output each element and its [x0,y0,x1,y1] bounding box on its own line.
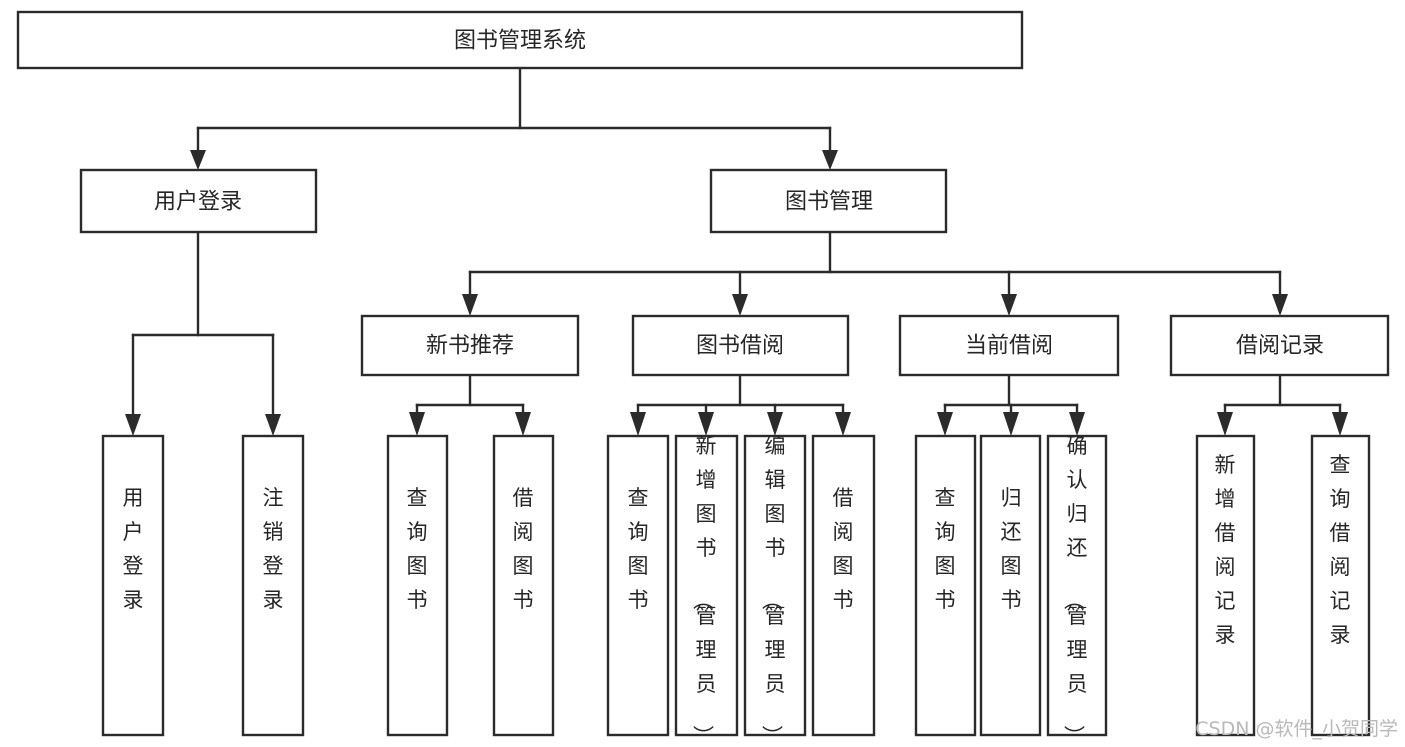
connector-layer [125,66,1348,436]
arrow-current-leaf-2 [1003,412,1019,436]
leaf-current-borrow-1-box[interactable] [914,434,977,737]
arrow-current-leaf-3 [1069,412,1085,436]
arrow-borrow-leaf-4 [835,412,851,436]
node-book-borrow-box[interactable] [631,314,850,377]
leaf-borrow-record-2-label: 查询借阅记录 [1330,453,1351,647]
arrow-root-to-book-mgmt [822,150,838,170]
leaf-borrow-record-2[interactable]: 查询借阅记录 [1310,434,1371,737]
leaf-user-login-2-box[interactable] [241,434,305,737]
node-book-borrow[interactable]: 图书借阅 [631,314,850,377]
arrow-record-leaf-1 [1217,412,1233,436]
leaf-current-borrow-2-label: 归还图书 [1001,486,1022,612]
leaf-book-borrow-2[interactable]: 新增图书（管理员） [674,434,739,746]
leaf-borrow-record-1-box[interactable] [1195,434,1256,737]
leaf-user-login-2-label: 注销登录 [263,486,284,612]
arrow-book-mgmt-to-record [1272,294,1288,316]
node-current-borrow[interactable]: 当前借阅 [898,314,1120,377]
arrow-borrow-leaf-1 [630,412,646,436]
node-current-borrow-box[interactable] [898,314,1120,377]
leaf-new-book-1-label: 查询图书 [407,486,428,612]
node-new-book-recommend-label: 新书推荐 [426,334,514,359]
node-book-borrow-label: 图书借阅 [696,334,784,359]
node-user-login-label: 用户登录 [154,190,242,215]
leaf-current-borrow-3-label: 确认归还（管理员） [1062,434,1088,746]
arrow-borrow-leaf-2 [698,412,714,436]
arrow-user-login-leaf-1 [125,414,141,436]
leaf-current-borrow-1-label: 查询图书 [935,486,956,612]
node-current-borrow-label: 当前借阅 [965,334,1053,359]
leaf-current-borrow-1[interactable]: 查询图书 [914,434,977,737]
arrow-book-mgmt-to-borrow [732,294,748,316]
arrow-book-mgmt-to-current [1001,294,1017,316]
leaf-book-borrow-3-box[interactable] [743,434,807,737]
arrow-current-leaf-1 [937,412,953,436]
leaf-borrow-record-1[interactable]: 新增借阅记录 [1195,434,1256,737]
csdn-watermark: CSDN @软件_小贺同学 [1195,718,1398,740]
node-user-login-box[interactable] [79,168,318,234]
leaf-new-book-1[interactable]: 查询图书 [386,434,449,737]
leaf-user-login-1-box[interactable] [101,434,165,737]
leaf-book-borrow-3[interactable]: 编辑图书（管理员） [743,434,807,746]
leaf-book-borrow-4-label: 借阅图书 [833,486,854,612]
node-root-box[interactable] [16,10,1024,70]
leaf-new-book-2-label: 借阅图书 [513,486,534,612]
arrow-newbook-leaf-2 [515,412,531,436]
arrow-root-to-user-login [190,150,206,170]
leaf-book-borrow-1-box[interactable] [606,434,670,737]
arrow-borrow-leaf-3 [767,412,783,436]
leaf-current-borrow-3-box[interactable] [1046,434,1108,737]
leaf-new-book-2[interactable]: 借阅图书 [492,434,555,737]
node-user-login[interactable]: 用户登录 [79,168,318,234]
leaf-book-borrow-4-box[interactable] [811,434,876,737]
leaf-book-borrow-2-label: 新增图书（管理员） [691,434,717,746]
node-borrow-record-label: 借阅记录 [1236,334,1324,359]
arrow-record-leaf-2 [1332,412,1348,436]
leaf-book-borrow-3-label: 编辑图书（管理员） [760,434,786,746]
node-new-book-recommend-box[interactable] [360,314,580,377]
leaf-current-borrow-2[interactable]: 归还图书 [979,434,1042,737]
leaf-current-borrow-2-box[interactable] [979,434,1042,737]
node-borrow-record-box[interactable] [1169,314,1390,377]
node-book-management-box[interactable] [709,168,948,234]
leaf-user-login-1-label: 用户登录 [123,486,144,612]
leaf-book-borrow-4[interactable]: 借阅图书 [811,434,876,737]
arrow-newbook-leaf-1 [409,412,425,436]
arrow-user-login-leaf-2 [265,414,281,436]
leaf-borrow-record-1-label: 新增借阅记录 [1215,453,1236,647]
node-book-management-label: 图书管理 [785,190,873,215]
leaf-user-login-1[interactable]: 用户登录 [101,434,165,737]
leaf-book-borrow-1-label: 查询图书 [628,486,649,612]
leaf-book-borrow-1[interactable]: 查询图书 [606,434,670,737]
node-book-management[interactable]: 图书管理 [709,168,948,234]
leaf-new-book-2-box[interactable] [492,434,555,737]
node-root[interactable]: 图书管理系统 [16,10,1024,70]
node-borrow-record[interactable]: 借阅记录 [1169,314,1390,377]
node-new-book-recommend[interactable]: 新书推荐 [360,314,580,377]
leaf-user-login-2[interactable]: 注销登录 [241,434,305,737]
arrow-book-mgmt-to-newbook [462,294,478,316]
leaf-new-book-1-box[interactable] [386,434,449,737]
leaf-current-borrow-3[interactable]: 确认归还（管理员） [1046,434,1108,746]
leaf-book-borrow-2-box[interactable] [674,434,739,737]
leaf-borrow-record-2-box[interactable] [1310,434,1371,737]
node-root-label: 图书管理系统 [454,29,586,54]
